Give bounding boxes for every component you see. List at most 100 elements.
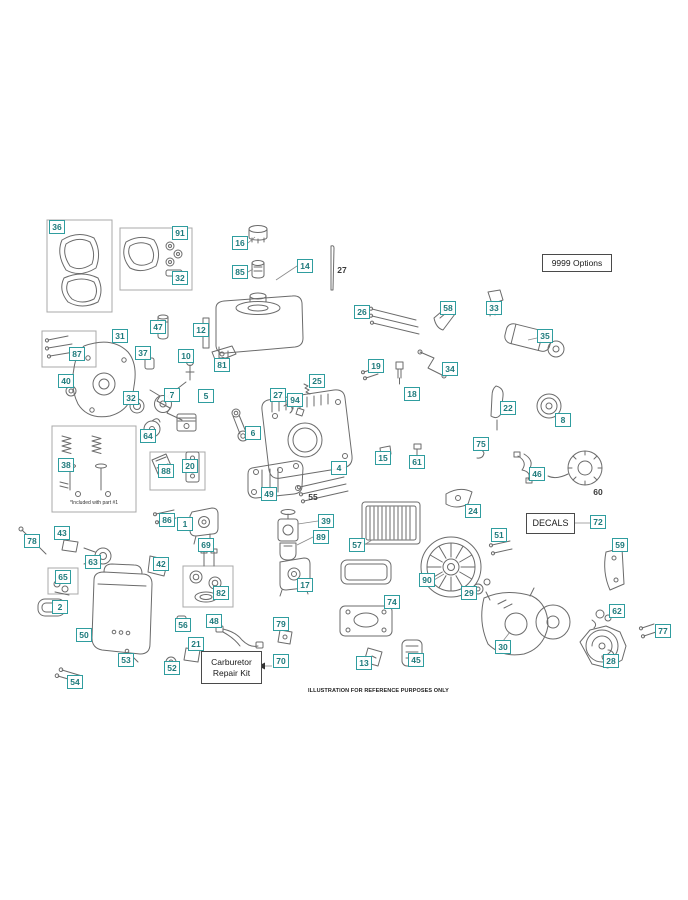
callout-38[interactable]: 38 bbox=[58, 458, 74, 472]
callout-39[interactable]: 39 bbox=[318, 514, 334, 528]
callout-90[interactable]: 90 bbox=[419, 573, 435, 587]
callout-81[interactable]: 81 bbox=[214, 358, 230, 372]
callout-51[interactable]: 51 bbox=[491, 528, 507, 542]
air-filter-drawing bbox=[361, 501, 421, 545]
callout-47[interactable]: 47 bbox=[150, 320, 166, 334]
callout-59[interactable]: 59 bbox=[612, 538, 628, 552]
piston-drawing bbox=[176, 413, 197, 432]
callout-27: 27 bbox=[337, 265, 347, 275]
callout-31[interactable]: 31 bbox=[112, 329, 128, 343]
callout-74[interactable]: 74 bbox=[384, 595, 400, 609]
callout-5[interactable]: 5 bbox=[198, 389, 214, 403]
callout-79[interactable]: 79 bbox=[273, 617, 289, 631]
shroud-housing-50-drawing bbox=[91, 563, 153, 655]
fuel-cap-drawing bbox=[248, 225, 268, 244]
callout-86[interactable]: 86 bbox=[159, 513, 175, 527]
callout-2[interactable]: 2 bbox=[52, 600, 68, 614]
callout-40[interactable]: 40 bbox=[58, 374, 74, 388]
callout-7[interactable]: 7 bbox=[164, 388, 180, 402]
governor-arm-drawing bbox=[490, 385, 504, 431]
callout-54[interactable]: 54 bbox=[67, 675, 83, 689]
callout-65[interactable]: 65 bbox=[55, 570, 71, 584]
connecting-rod-drawing bbox=[231, 408, 249, 442]
callout-16[interactable]: 16 bbox=[232, 236, 248, 250]
callout-94[interactable]: 94 bbox=[287, 393, 303, 407]
callout-91[interactable]: 91 bbox=[172, 226, 188, 240]
callout-24[interactable]: 24 bbox=[465, 504, 481, 518]
callout-63[interactable]: 63 bbox=[85, 555, 101, 569]
bracket-43-drawing bbox=[61, 539, 79, 553]
callout-22[interactable]: 22 bbox=[500, 401, 516, 415]
callout-28[interactable]: 28 bbox=[603, 654, 619, 668]
callout-42[interactable]: 42 bbox=[153, 557, 169, 571]
callout-45[interactable]: 45 bbox=[408, 653, 424, 667]
callout-25[interactable]: 25 bbox=[309, 374, 325, 388]
kit-box-line1: Carburetor bbox=[211, 656, 252, 667]
callout-50[interactable]: 50 bbox=[76, 628, 92, 642]
callout-57[interactable]: 57 bbox=[349, 538, 365, 552]
callout-18[interactable]: 18 bbox=[404, 387, 420, 401]
callout-75[interactable]: 75 bbox=[473, 437, 489, 451]
callout-58[interactable]: 58 bbox=[440, 301, 456, 315]
callout-13[interactable]: 13 bbox=[356, 656, 372, 670]
callout-72[interactable]: 72 bbox=[590, 515, 606, 529]
callout-88[interactable]: 88 bbox=[158, 464, 174, 478]
callout-46[interactable]: 46 bbox=[529, 467, 545, 481]
housing-backplate-drawing bbox=[535, 604, 571, 640]
callout-30[interactable]: 30 bbox=[495, 640, 511, 654]
callout-19[interactable]: 19 bbox=[368, 359, 384, 373]
callout-69[interactable]: 69 bbox=[198, 538, 214, 552]
callout-33[interactable]: 33 bbox=[486, 301, 502, 315]
pulley-8-drawing bbox=[536, 393, 562, 419]
spring-25-drawing bbox=[303, 383, 311, 395]
callout-32[interactable]: 32 bbox=[123, 391, 139, 405]
callout-17[interactable]: 17 bbox=[297, 578, 313, 592]
callout-10[interactable]: 10 bbox=[178, 349, 194, 363]
callout-6[interactable]: 6 bbox=[245, 426, 261, 440]
callout-82[interactable]: 82 bbox=[213, 586, 229, 600]
callout-35[interactable]: 35 bbox=[537, 329, 553, 343]
callout-52[interactable]: 52 bbox=[164, 661, 180, 675]
callout-43[interactable]: 43 bbox=[54, 526, 70, 540]
callout-32[interactable]: 32 bbox=[172, 271, 188, 285]
callout-29[interactable]: 29 bbox=[461, 586, 477, 600]
callout-1[interactable]: 1 bbox=[177, 517, 193, 531]
bolts-51-drawing bbox=[488, 540, 513, 556]
callout-85[interactable]: 85 bbox=[232, 265, 248, 279]
callout-36[interactable]: 36 bbox=[49, 220, 65, 234]
callout-70[interactable]: 70 bbox=[273, 654, 289, 668]
spark-plug-drawing bbox=[395, 361, 404, 385]
callout-61[interactable]: 61 bbox=[409, 455, 425, 469]
callout-34[interactable]: 34 bbox=[442, 362, 458, 376]
leader-lines bbox=[247, 236, 590, 667]
callout-78[interactable]: 78 bbox=[24, 534, 40, 548]
callout-37[interactable]: 37 bbox=[135, 346, 151, 360]
callout-49[interactable]: 49 bbox=[261, 487, 277, 501]
callout-87[interactable]: 87 bbox=[69, 347, 85, 361]
callout-53[interactable]: 53 bbox=[118, 653, 134, 667]
callout-56[interactable]: 56 bbox=[175, 618, 191, 632]
carb-assembly-39-89-drawing bbox=[277, 509, 299, 561]
bolts-77-drawing bbox=[638, 623, 657, 639]
callout-8[interactable]: 8 bbox=[555, 413, 571, 427]
callout-4[interactable]: 4 bbox=[331, 461, 347, 475]
callout-62[interactable]: 62 bbox=[609, 604, 625, 618]
callout-12[interactable]: 12 bbox=[193, 323, 209, 337]
callout-89[interactable]: 89 bbox=[313, 530, 329, 544]
callout-14[interactable]: 14 bbox=[297, 259, 313, 273]
carburetor-repair-kit-box: Carburetor Repair Kit bbox=[201, 651, 262, 684]
callout-27[interactable]: 27 bbox=[270, 388, 286, 402]
flywheel-drawing bbox=[420, 536, 482, 598]
bracket-79-drawing bbox=[277, 629, 293, 645]
callout-15[interactable]: 15 bbox=[375, 451, 391, 465]
callout-20[interactable]: 20 bbox=[182, 459, 198, 473]
head-bolts-drawing bbox=[296, 476, 349, 504]
gasket-set-drawing bbox=[59, 234, 102, 307]
callout-64[interactable]: 64 bbox=[140, 429, 156, 443]
callout-77[interactable]: 77 bbox=[655, 624, 671, 638]
callout-21[interactable]: 21 bbox=[188, 637, 204, 651]
callout-26[interactable]: 26 bbox=[354, 305, 370, 319]
callout-48[interactable]: 48 bbox=[206, 614, 222, 628]
